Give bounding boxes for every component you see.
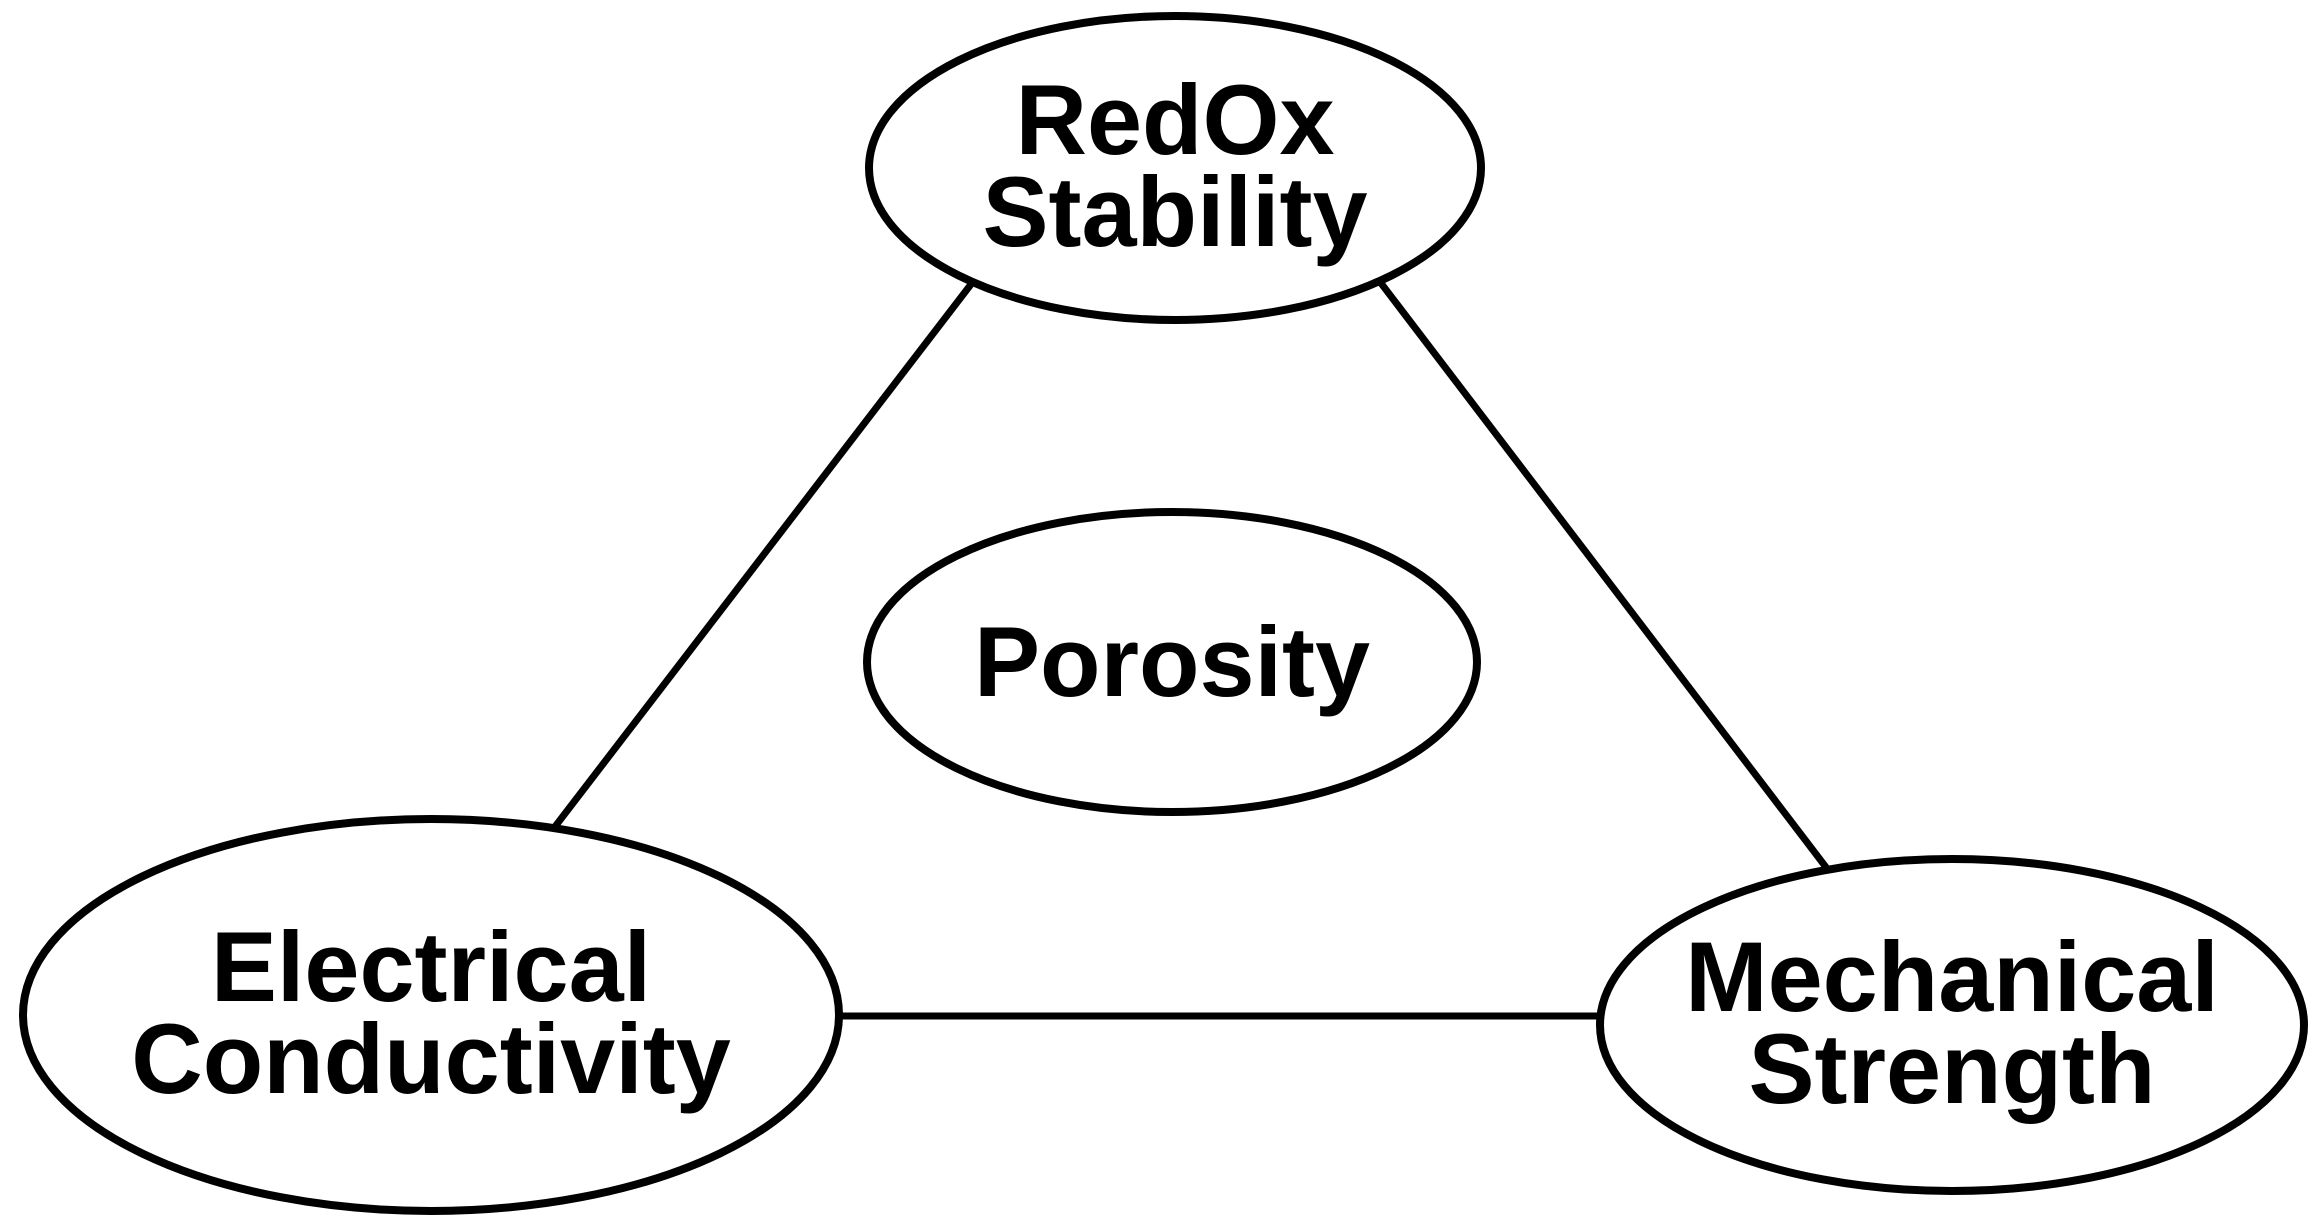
node-ellipse-redox-stability <box>865 12 1485 324</box>
edge-redox-to-mechanical <box>1355 250 1857 907</box>
node-label-line: Strength <box>1748 1013 2156 1124</box>
node-label-porosity: Porosity <box>973 605 1371 717</box>
node-label-mechanical-strength: Mechanical Strength <box>1685 920 2219 1124</box>
node-label-line: Electrical <box>210 910 652 1022</box>
node-ellipse-porosity <box>863 508 1481 816</box>
node-label-line: Conductivity <box>131 1003 731 1114</box>
edge-redox-to-electrical <box>531 250 998 857</box>
node-label-line: RedOx <box>1015 63 1335 175</box>
node-label-line: Stability <box>982 156 1368 267</box>
node-ellipse-electrical-conductivity <box>19 815 843 1215</box>
node-ellipse-mechanical-strength <box>1596 855 2308 1195</box>
node-label-line: Mechanical <box>1685 920 2219 1032</box>
node-label-electrical-conductivity: Electrical Conductivity <box>131 910 731 1114</box>
node-label-line: Porosity <box>973 605 1371 717</box>
node-label-redox-stability: RedOx Stability <box>982 63 1368 267</box>
